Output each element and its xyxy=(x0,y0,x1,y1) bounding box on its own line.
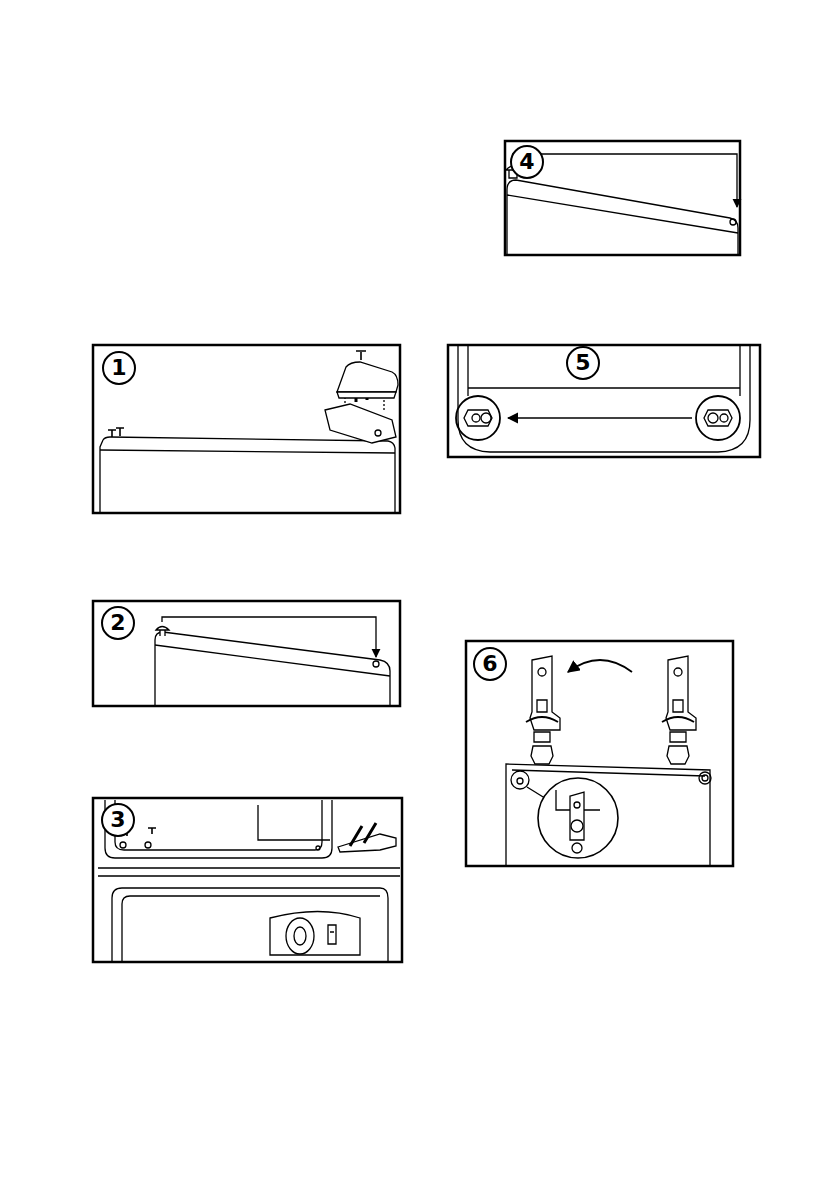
panel-frame xyxy=(93,798,402,962)
panel-frame xyxy=(448,345,760,457)
callout-number-text: 1 xyxy=(111,357,126,379)
cabinet-interior xyxy=(98,800,400,962)
callout-number-text: 2 xyxy=(110,612,125,634)
callout-number: 6 xyxy=(473,647,507,681)
callout-number-text: 4 xyxy=(519,151,534,173)
panel-frame xyxy=(93,345,400,513)
door-top xyxy=(155,617,390,706)
callout-number-text: 6 xyxy=(482,653,497,675)
callout-number: 1 xyxy=(102,351,136,385)
callout-number-text: 3 xyxy=(110,809,125,831)
panel-frame xyxy=(93,601,400,706)
callout-number-text: 5 xyxy=(575,352,590,374)
cabinet-top xyxy=(100,351,398,513)
callout-number: 3 xyxy=(101,803,135,837)
panel-frame xyxy=(466,641,733,866)
callout-number: 2 xyxy=(101,606,135,640)
hinge-brackets xyxy=(506,656,711,866)
panel-frame xyxy=(505,141,740,255)
callout-number: 5 xyxy=(566,346,600,380)
door-bottom xyxy=(456,345,750,452)
callout-number: 4 xyxy=(510,145,544,179)
